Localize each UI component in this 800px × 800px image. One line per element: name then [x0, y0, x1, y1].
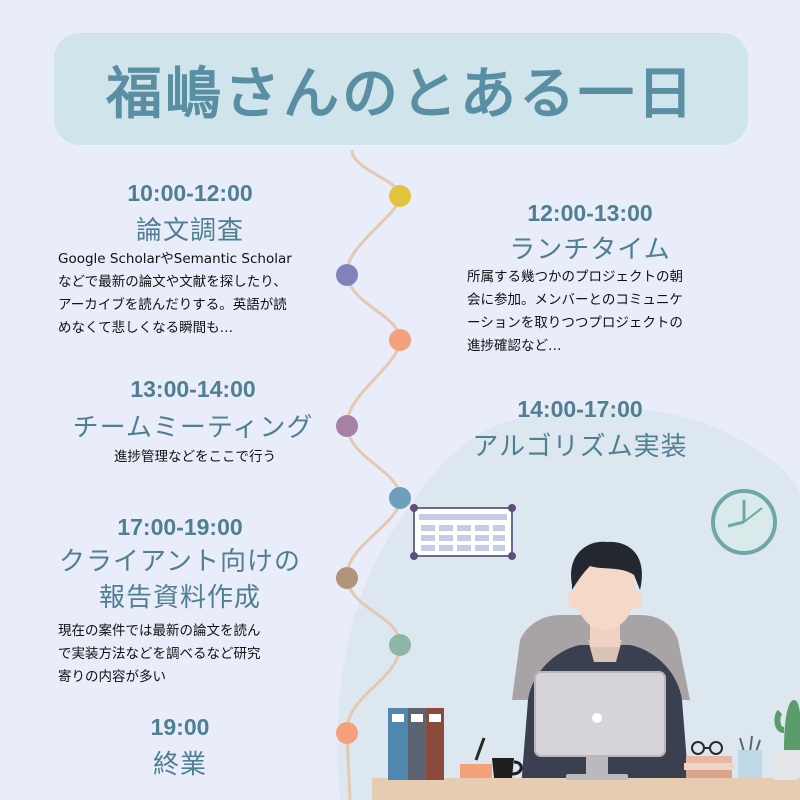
pen [474, 737, 486, 761]
timeline-dot [389, 185, 411, 207]
schedule-description: Google ScholarやSemantic Scholar などで最新の論文… [58, 251, 292, 336]
schedule-title: 論文調査 [135, 216, 244, 246]
schedule-description: 現在の案件では最新の論文を読ん で実装方法などを調べるなど研究 寄りの内容が多い [58, 623, 261, 685]
schedule-title: クライアント向けの 報告資料作成 [59, 547, 301, 613]
timeline-dot [389, 634, 411, 656]
desk [372, 778, 800, 800]
timeline-dot [336, 415, 358, 437]
cactus-plant [770, 700, 800, 780]
coffee-mug [492, 758, 523, 778]
title-banner: 福嶋さんのとある一日 [54, 33, 748, 145]
timeline-dot [336, 722, 358, 744]
notebook [460, 764, 492, 778]
schedule-time: 14:00-17:00 [517, 396, 643, 422]
binders [388, 708, 444, 780]
schedule-title: アルゴリズム実装 [472, 432, 688, 462]
schedule-description: 所属する幾つかのプロジェクトの朝 会に参加。メンバーとのコミュニケ ーションを取… [467, 269, 683, 354]
page-title: 福嶋さんのとある一日 [106, 61, 696, 127]
timeline-dot [389, 329, 411, 351]
schedule-title: 終業 [152, 750, 207, 780]
pen-holder [738, 735, 762, 778]
schedule-time: 10:00-12:00 [127, 180, 253, 206]
schedule-description: 進捗管理などをここで行う [114, 449, 276, 465]
computer-monitor [534, 671, 666, 780]
timeline-dot [389, 487, 411, 509]
schedule-time: 13:00-14:00 [130, 376, 256, 402]
clock-icon [711, 489, 777, 555]
timeline-dot [336, 264, 358, 286]
schedule-time: 19:00 [150, 714, 210, 740]
book-stack [684, 756, 734, 778]
schedule-time: 12:00-13:00 [527, 200, 653, 226]
schedule-title: ランチタイム [509, 235, 671, 265]
timeline-dot [336, 567, 358, 589]
schedule-time: 17:00-19:00 [117, 514, 243, 540]
calendar-icon [410, 504, 516, 560]
schedule-title: チームミーティング [72, 413, 314, 443]
glasses-icon [691, 741, 723, 755]
